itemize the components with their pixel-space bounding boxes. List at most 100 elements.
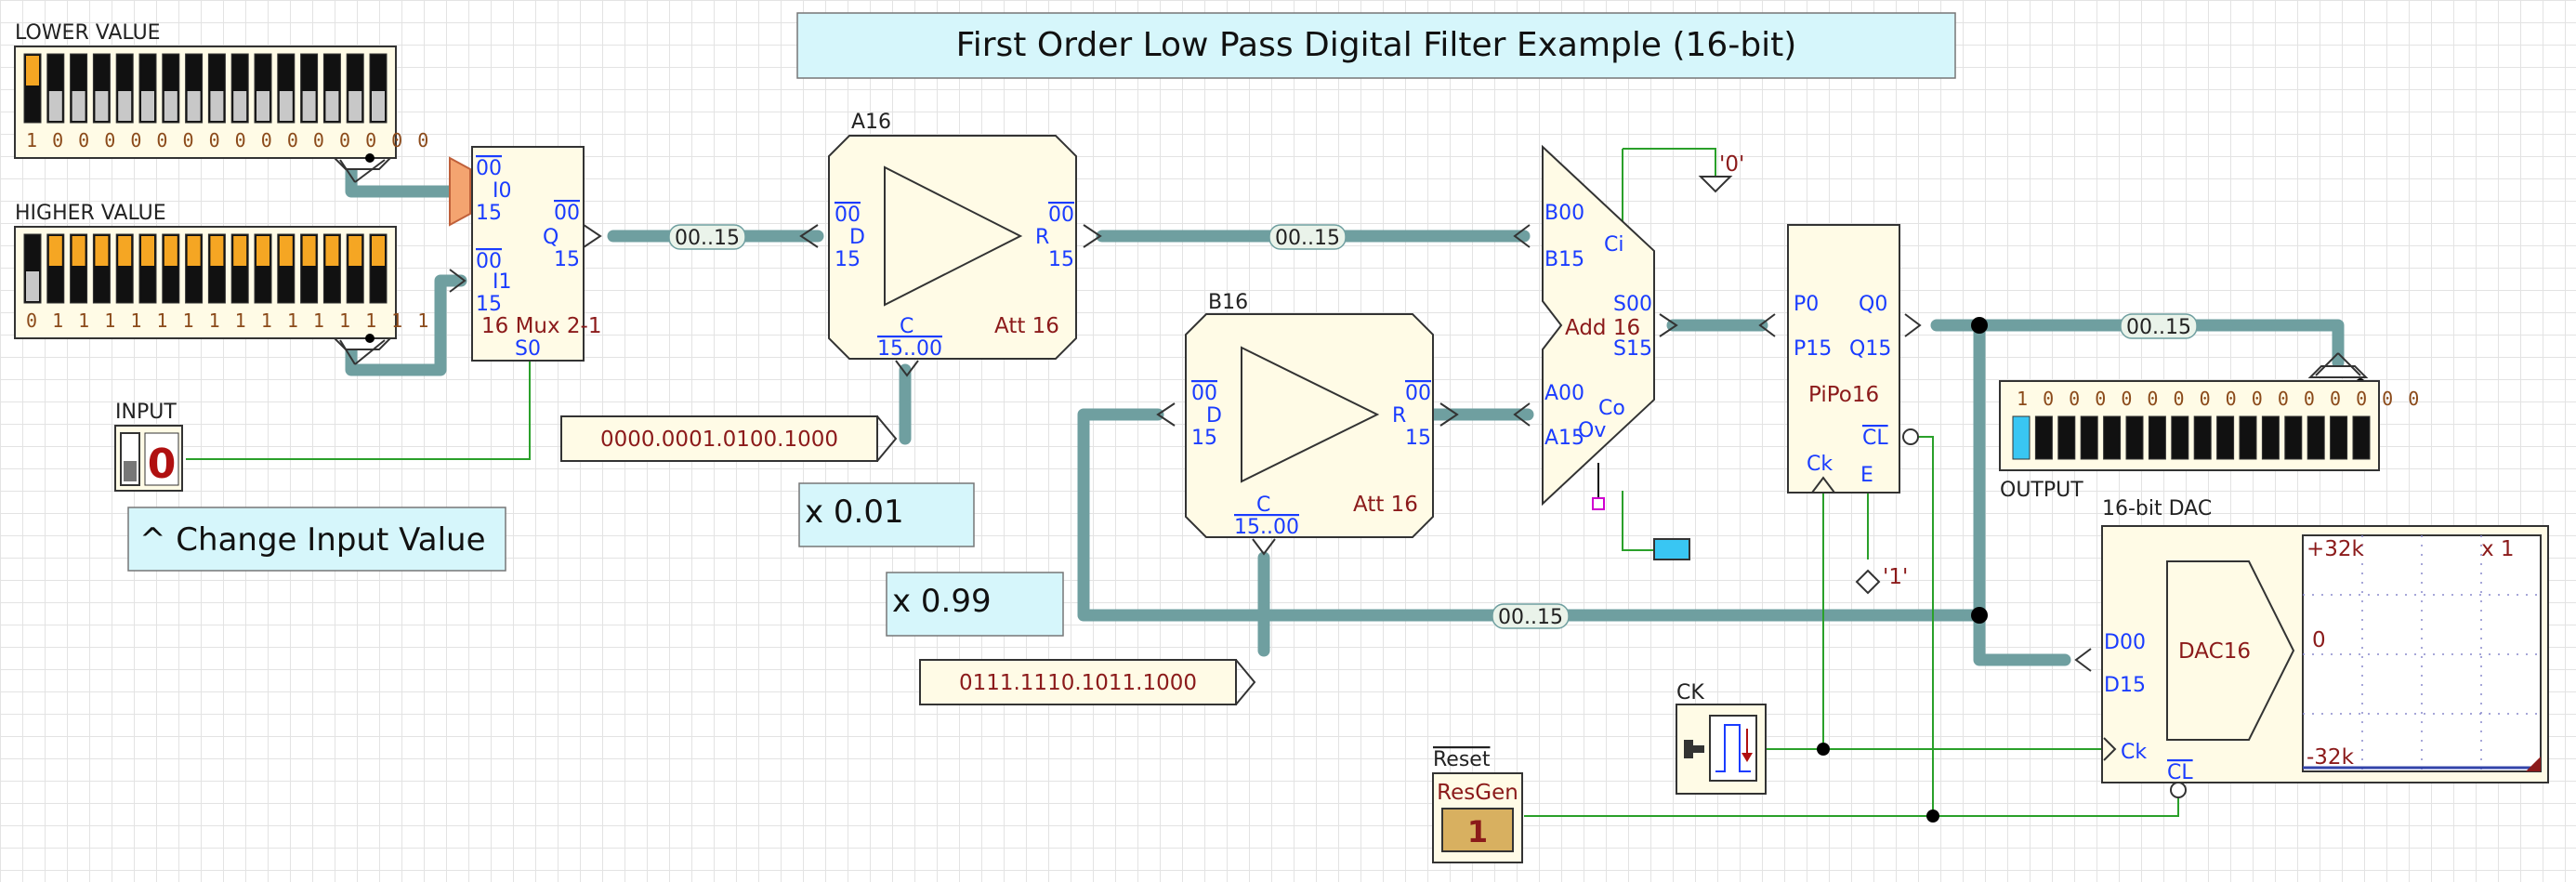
- higher-switch-knob: [233, 236, 247, 266]
- svg-text:C: C: [900, 315, 913, 338]
- output-led-8: [2193, 415, 2212, 460]
- svg-text:15: 15: [835, 248, 861, 271]
- svg-text:ResGen: ResGen: [1437, 781, 1518, 805]
- svg-text:00: 00: [476, 157, 502, 180]
- output-led-9: [2216, 415, 2235, 460]
- svg-text:Q: Q: [543, 226, 559, 249]
- output-led-4: [2103, 415, 2122, 460]
- svg-text:P15: P15: [1794, 337, 1832, 361]
- higher-bits-readout: 0 1 1 1 1 1 1 1 1 1 1 1 1 1 1 1: [26, 309, 430, 332]
- clock-generator[interactable]: [1676, 704, 1767, 795]
- svg-text:A15: A15: [1544, 427, 1584, 450]
- output-label: OUTPUT: [2000, 479, 2083, 502]
- reset-generator[interactable]: ResGen 1: [1432, 772, 1523, 863]
- adder-16[interactable]: B00 B15 Ci S00 S15 Add 16 A00 A15 Co Ov: [1513, 144, 1678, 507]
- svg-text:16 Mux 2-1: 16 Mux 2-1: [481, 314, 602, 338]
- svg-text:0111.1110.1011.1000: 0111.1110.1011.1000: [959, 671, 1197, 695]
- bus-label-mux-a16: 00..15: [668, 224, 746, 250]
- dac16[interactable]: D00 D15 DAC16 Ck CL +32k x 1 0 -32k: [2074, 525, 2549, 798]
- output-led-1: [2034, 415, 2053, 460]
- svg-text:D: D: [849, 226, 865, 249]
- svg-text:Add 16: Add 16: [1565, 316, 1640, 340]
- lower-switch-knob: [210, 91, 224, 121]
- higher-value-label: HIGHER VALUE: [15, 202, 166, 225]
- svg-text:00: 00: [1405, 382, 1431, 405]
- svg-text:0: 0: [2312, 628, 2326, 652]
- constant-b16[interactable]: 0111.1110.1011.1000: [919, 659, 1256, 705]
- output-led-5: [2125, 415, 2144, 460]
- dac-scope-screen: [2302, 534, 2542, 772]
- svg-text:B00: B00: [1544, 202, 1584, 225]
- svg-text:PiPo16: PiPo16: [1808, 383, 1879, 407]
- higher-switch-knob: [48, 236, 62, 266]
- page-title: First Order Low Pass Digital Filter Exam…: [956, 26, 1797, 64]
- change-input-note: [127, 507, 506, 572]
- input-value: 0: [148, 441, 177, 488]
- svg-text:I1: I1: [493, 270, 512, 294]
- svg-text:Q0: Q0: [1859, 293, 1887, 316]
- lower-switch-knob: [187, 91, 201, 121]
- higher-switch-knob: [187, 236, 201, 266]
- output-bits-readout: 1 0 0 0 0 0 0 0 0 0 0 0 0 0 0 0: [2017, 388, 2421, 410]
- svg-text:Co: Co: [1598, 397, 1625, 420]
- svg-text:D15: D15: [2104, 674, 2146, 697]
- lower-bank-connector: [332, 153, 393, 183]
- svg-text:CL: CL: [1862, 427, 1888, 450]
- b16-label: B16: [1208, 291, 1248, 314]
- output-led-2: [2057, 415, 2076, 460]
- svg-text:-32k: -32k: [2307, 745, 2355, 770]
- attenuator-a16[interactable]: 00 D 15 00 R 15 C 15..00 Att 16: [799, 135, 1102, 377]
- svg-text:R: R: [1392, 404, 1406, 428]
- mux-2-1[interactable]: 00 I0 15 00 I1 15 00 Q 15 16 Mux 2-1 S0: [449, 146, 602, 362]
- svg-text:0000.0001.0100.1000: 0000.0001.0100.1000: [600, 428, 838, 452]
- coef-b-note: [886, 572, 1064, 637]
- higher-switch-knob: [279, 236, 293, 266]
- svg-text:DAC16: DAC16: [2178, 639, 2251, 664]
- ground-zero: '0': [1698, 152, 1744, 193]
- input-toggle[interactable]: 0: [114, 425, 183, 492]
- svg-text:Ck: Ck: [2121, 741, 2147, 764]
- overflow-probe: [1592, 497, 1605, 510]
- ck-label: CK: [1676, 681, 1704, 704]
- svg-text:C: C: [1256, 494, 1270, 517]
- bus-label-a16-add: 00..15: [1268, 224, 1347, 250]
- constant-a16[interactable]: 0000.0001.0100.1000: [560, 415, 898, 462]
- a16-label: A16: [851, 111, 891, 134]
- output-led-10: [2239, 415, 2257, 460]
- svg-text:Ov: Ov: [1578, 419, 1606, 442]
- svg-text:+32k: +32k: [2307, 537, 2365, 561]
- enable-one: '1': [1855, 565, 1908, 595]
- svg-text:Att 16: Att 16: [1353, 493, 1418, 517]
- pipo16-register[interactable]: P0 P15 Q0 Q15 PiPo16 CL Ck E: [1758, 224, 1922, 494]
- lower-switch-knob: [302, 91, 316, 121]
- junction-dot: [1817, 743, 1830, 756]
- lower-value-switch-bank[interactable]: 1 0 0 0 0 0 0 0 0 0 0 0 0 0 0 0: [14, 46, 430, 159]
- junction-dot: [1971, 317, 1988, 334]
- svg-text:D: D: [1206, 404, 1222, 428]
- higher-value-switch-bank[interactable]: 0 1 1 1 1 1 1 1 1 1 1 1 1 1 1 1: [14, 226, 430, 339]
- higher-switch-knob: [118, 236, 132, 266]
- output-led-13: [2307, 415, 2325, 460]
- output-led-6: [2148, 415, 2166, 460]
- svg-text:R: R: [1035, 226, 1049, 249]
- attenuator-b16[interactable]: 00 D 15 00 R 15 C 15..00 Att 16: [1156, 313, 1459, 556]
- svg-text:Q15: Q15: [1849, 337, 1891, 361]
- svg-text:x 1: x 1: [2481, 537, 2515, 561]
- lower-switch-knob: [72, 91, 85, 121]
- lower-switch-knob: [256, 91, 269, 121]
- input-label: INPUT: [115, 401, 177, 424]
- svg-text:P0: P0: [1794, 293, 1819, 316]
- svg-text:15: 15: [476, 293, 502, 316]
- higher-switch-knob: [348, 236, 362, 266]
- svg-text:S0: S0: [515, 337, 541, 361]
- higher-switch-knob: [372, 236, 385, 266]
- svg-text:A00: A00: [1544, 382, 1584, 405]
- svg-text:15: 15: [476, 202, 502, 225]
- lower-bits-readout: 1 0 0 0 0 0 0 0 0 0 0 0 0 0 0 0: [26, 129, 430, 151]
- bus-label-pipo-out: 00..15: [2120, 313, 2198, 339]
- higher-bank-connector: [332, 334, 393, 365]
- svg-text:00..15: 00..15: [2126, 316, 2191, 339]
- lower-switch-knob: [141, 91, 154, 121]
- lower-switch-knob: [118, 91, 132, 121]
- higher-switch-knob: [141, 236, 154, 266]
